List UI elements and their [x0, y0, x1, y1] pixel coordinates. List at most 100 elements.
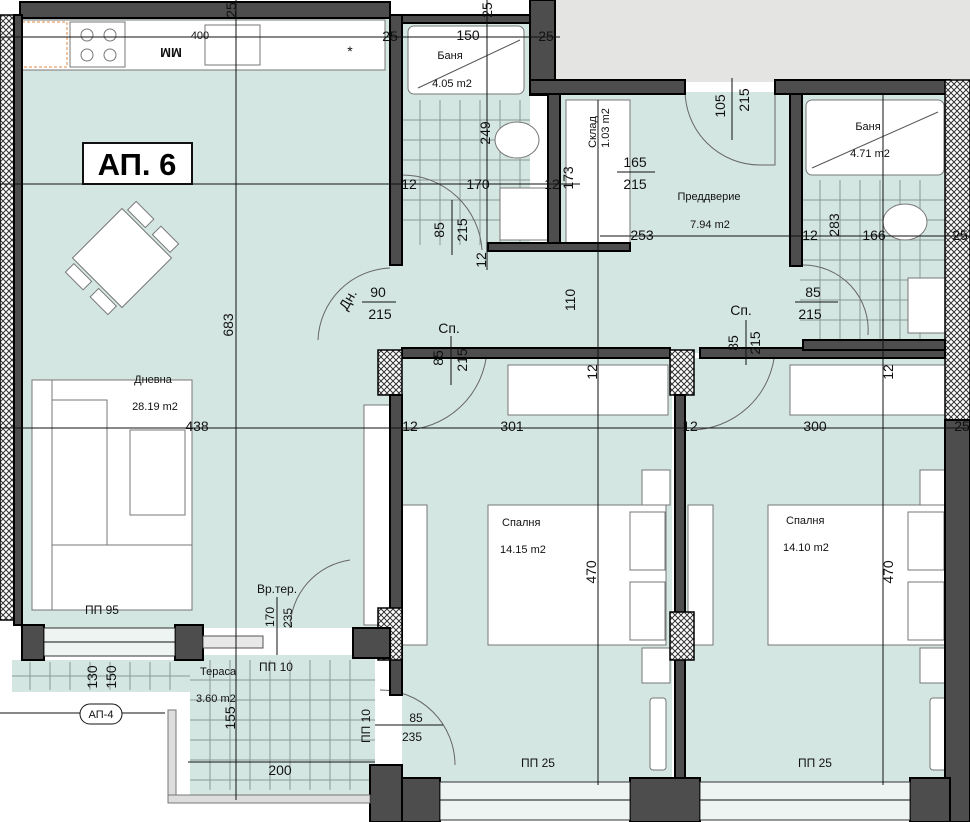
coffee-table: [129, 429, 186, 516]
bed2-door-height: 215: [747, 331, 763, 355]
dim: 438: [185, 418, 209, 434]
terrace-door-tag: Вр.тер.: [257, 582, 297, 596]
living-area: 28.19 m2: [132, 401, 178, 413]
wardrobe-1: [507, 364, 669, 416]
dim: 25: [223, 2, 239, 18]
bed2-door-tag: Сп.: [730, 302, 752, 318]
bed1-door-height: 215: [454, 348, 470, 372]
kitchen-mark: ММ: [160, 45, 182, 60]
entry-door-height: 215: [736, 88, 752, 112]
terrace: [190, 655, 375, 795]
dim: 25: [538, 28, 554, 44]
dim: 300: [803, 418, 827, 434]
star-mark: *: [347, 43, 353, 59]
dim: 25: [954, 418, 970, 434]
dim: 150: [456, 27, 480, 43]
bathtub-2: [805, 99, 945, 176]
dim: 200: [268, 762, 292, 778]
bed1-window-label: ПП 25: [521, 756, 555, 770]
toilet-1: [494, 121, 540, 159]
radiator-1: [649, 697, 667, 771]
sofa-icon: [31, 379, 193, 611]
stove-icon: [69, 21, 126, 68]
neighbor-tag: АП-4: [79, 703, 123, 725]
dim: 170: [466, 176, 490, 192]
dim: 130: [84, 665, 100, 689]
toilet-2: [882, 203, 928, 241]
window-labels: ПП 95 ПП 10 ПП 10 ПП 25 ПП 25: [85, 603, 832, 770]
dining-table-icon: [64, 200, 180, 316]
radiator-2: [929, 697, 947, 771]
bath1-area: 4.05 m2: [432, 78, 472, 90]
dim: 12: [473, 252, 489, 268]
living-door-height: 215: [368, 306, 392, 322]
dim: 683: [220, 313, 236, 337]
bedroom2-name: Спалня: [786, 515, 825, 527]
dim: 25: [382, 28, 398, 44]
windows: [43, 627, 911, 821]
bedroom1-area: 14.15 m2: [500, 544, 546, 556]
bed1-door-width: 85: [430, 350, 446, 366]
apartment-label: АП. 6: [82, 142, 193, 185]
dim: 25: [952, 227, 968, 243]
bed1-door-tag: Сп.: [438, 320, 460, 336]
washbasin-1: [499, 187, 549, 241]
dim: 470: [880, 560, 896, 584]
dim: 470: [583, 560, 599, 584]
bath2-door-height: 215: [798, 306, 822, 322]
terrace-name: Тераса: [200, 666, 237, 678]
storage-name: Склад: [587, 116, 599, 148]
dim: 249: [477, 121, 493, 145]
terrace-side-height: 235: [402, 730, 422, 744]
dim: 173: [560, 166, 576, 190]
storage-door-height: 215: [623, 176, 647, 192]
dim: 25: [479, 2, 495, 18]
neighbor-label: АП-4: [89, 709, 114, 721]
dim: 283: [826, 213, 842, 237]
bath2-door-width: 85: [805, 284, 821, 300]
dim: 400: [191, 30, 209, 42]
bath1-door-height: 215: [454, 218, 470, 242]
dim: 301: [500, 418, 524, 434]
dim: 155: [222, 706, 238, 730]
dim: 110: [562, 289, 578, 312]
dim: 12: [584, 364, 600, 380]
bath1-name: Баня: [437, 50, 462, 62]
living-name: Дневна: [134, 374, 173, 386]
dim: 166: [862, 227, 886, 243]
bathtub-1: [407, 25, 525, 95]
dim: 12: [544, 176, 560, 192]
storage-door-width: 165: [623, 154, 647, 170]
desk-1: [401, 504, 428, 646]
terrace-door-height: 235: [281, 608, 295, 628]
living-door-width: 90: [370, 284, 386, 300]
dim: 12: [402, 418, 418, 434]
terrace-sill-label: ПП 10: [259, 660, 293, 674]
bath1-door-width: 85: [431, 222, 447, 238]
terrace-area: 3.60 m2: [196, 693, 236, 705]
bed2-window-label: ПП 25: [798, 756, 832, 770]
hall-name: Преддверие: [678, 191, 741, 203]
terrace-side-width: 85: [409, 711, 423, 725]
terrace-side-window-label: ПП 10: [359, 709, 373, 743]
dim: 12: [401, 176, 417, 192]
hall-area: 7.94 m2: [690, 219, 730, 231]
washbasin-2: [907, 277, 947, 334]
bed-1-icon: [487, 504, 667, 646]
sink-icon: [204, 24, 261, 66]
bedroom2-area: 14.10 m2: [783, 542, 829, 554]
dim: 12: [802, 227, 818, 243]
outside-area: [555, 0, 970, 82]
floor-tiles: [12, 100, 945, 790]
storage-area: 1.03 m2: [600, 108, 612, 148]
dim: 150: [103, 665, 119, 689]
living-window-label: ПП 95: [85, 603, 119, 617]
bed-2-icon: [767, 504, 947, 646]
tv-unit: [363, 404, 393, 626]
dim: 12: [682, 418, 698, 434]
entry-door-width: 105: [712, 94, 728, 118]
wardrobe-2: [789, 364, 946, 416]
bed2-door-width: 85: [725, 335, 741, 351]
